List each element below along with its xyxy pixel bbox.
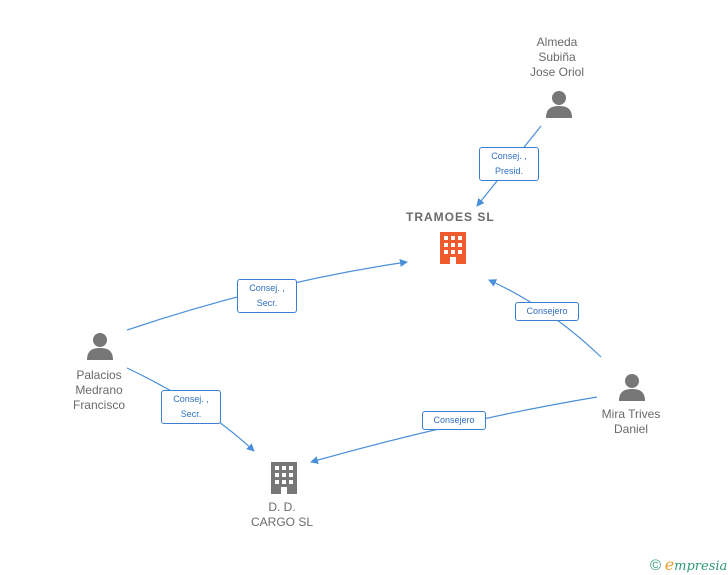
brand-name: mpresia [674, 559, 728, 574]
relation-label-line: Secr. [180, 409, 202, 419]
relation-label-mira-tramoes: Consejero [515, 302, 579, 321]
person-label-palacios[interactable]: Palacios Medrano Francisco [52, 368, 146, 413]
relation-label-mira-ddcargo: Consejero [422, 411, 486, 430]
person-label-line: Mira Trives [601, 407, 661, 421]
person-label-line: Medrano [75, 383, 123, 397]
relation-label-line: Consej. , [249, 283, 285, 293]
relation-label-line: Consejero [526, 306, 568, 316]
company-label-line: CARGO SL [250, 515, 313, 529]
company-label-ddcargo[interactable]: D. D. CARGO SL [236, 500, 328, 530]
relation-label-line: Consej. , [173, 394, 209, 404]
building-icon[interactable] [268, 460, 300, 496]
person-icon[interactable] [617, 372, 647, 402]
company-label-line: D. D. [268, 500, 296, 514]
copyright-symbol: © [650, 557, 662, 574]
person-label-line: Subiña [538, 50, 576, 64]
relation-label-line: Presid. [494, 166, 523, 176]
relation-label-palacios-ddcargo: Consej. , Secr. [161, 390, 221, 424]
company-title-tramoes: TRAMOES SL [406, 210, 495, 224]
person-icon[interactable] [85, 331, 115, 361]
person-label-line: Francisco [72, 398, 125, 412]
person-label-line: Jose Oriol [529, 65, 585, 79]
relation-label-line: Secr. [256, 298, 278, 308]
building-icon[interactable] [437, 230, 469, 266]
brand-e: e [664, 555, 675, 574]
person-label-line: Daniel [613, 422, 649, 436]
relation-label-palacios-tramoes: Consej. , Secr. [237, 279, 297, 313]
empresia-logo: © empresia [650, 555, 727, 574]
person-label-mira[interactable]: Mira Trives Daniel [584, 407, 678, 437]
person-label-line: Palacios [76, 368, 122, 382]
relation-label-line: Consej. , [491, 151, 527, 161]
person-label-almeda[interactable]: Almeda Subiña Jose Oriol [510, 35, 604, 80]
relation-label-line: Consejero [433, 415, 475, 425]
person-label-line: Almeda [536, 35, 578, 49]
person-icon[interactable] [544, 89, 574, 119]
relation-label-almeda-tramoes: Consej. , Presid. [479, 147, 539, 181]
